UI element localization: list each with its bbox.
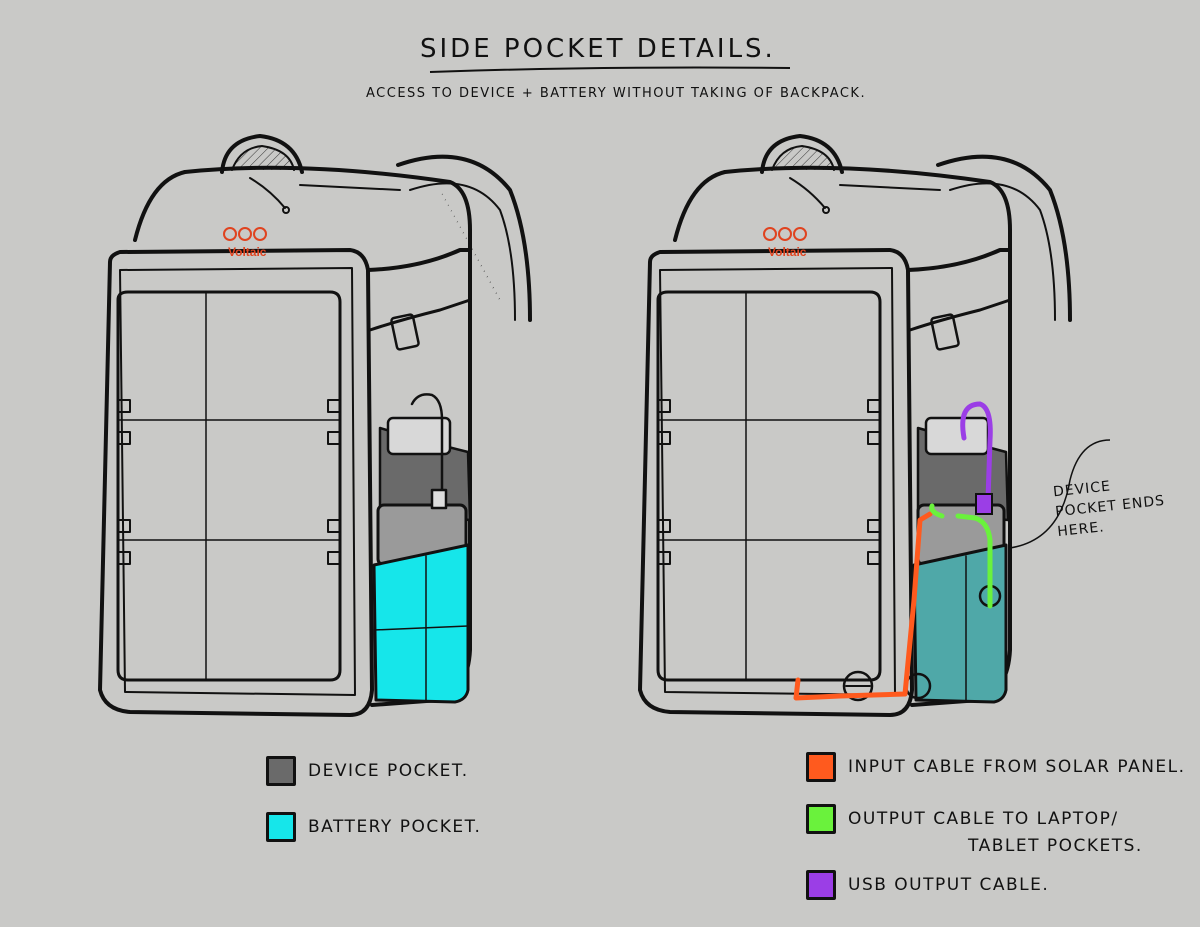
legend-label: USB OUTPUT CABLE. — [848, 875, 1050, 895]
usb-output-cable — [960, 401, 993, 503]
legend-item-input-cable: INPUT CABLE FROM SOLAR PANEL. — [806, 752, 1186, 782]
annotation-leader — [1009, 439, 1111, 549]
legend-swatch — [806, 870, 836, 900]
backpack-right — [638, 134, 1072, 717]
legend-swatch — [806, 804, 836, 834]
logo-text-right: Voltaic — [768, 245, 807, 259]
legend-label: BATTERY POCKET. — [308, 817, 482, 837]
legend-swatch — [266, 756, 296, 786]
page-subtitle: ACCESS TO DEVICE + BATTERY WITHOUT TAKIN… — [366, 86, 867, 101]
page-title: SIDE POCKET DETAILS. — [420, 34, 776, 64]
usb-plug — [975, 493, 993, 515]
logo-text-left: Voltaic — [228, 245, 267, 259]
legend-swatch — [266, 812, 296, 842]
legend-label: OUTPUT CABLE TO LAPTOP/ — [848, 809, 1119, 829]
legend-label: INPUT CABLE FROM SOLAR PANEL. — [848, 757, 1186, 777]
legend-item-usb-cable: USB OUTPUT CABLE. — [806, 870, 1049, 900]
backpack-left — [98, 134, 532, 717]
legend-label-continued: TABLET POCKETS. — [968, 836, 1143, 856]
output-cable — [929, 503, 993, 609]
legend-swatch — [806, 752, 836, 782]
legend-label: DEVICE POCKET. — [308, 761, 469, 781]
device-pocket-note: DEVICE POCKET ENDS HERE. — [1052, 470, 1178, 542]
legend-item-output-cable: OUTPUT CABLE TO LAPTOP/ — [806, 804, 1119, 834]
legend-item-device-pocket: DEVICE POCKET. — [266, 756, 469, 786]
input-cable — [793, 511, 933, 701]
legend-item-battery-pocket: BATTERY POCKET. — [266, 812, 481, 842]
